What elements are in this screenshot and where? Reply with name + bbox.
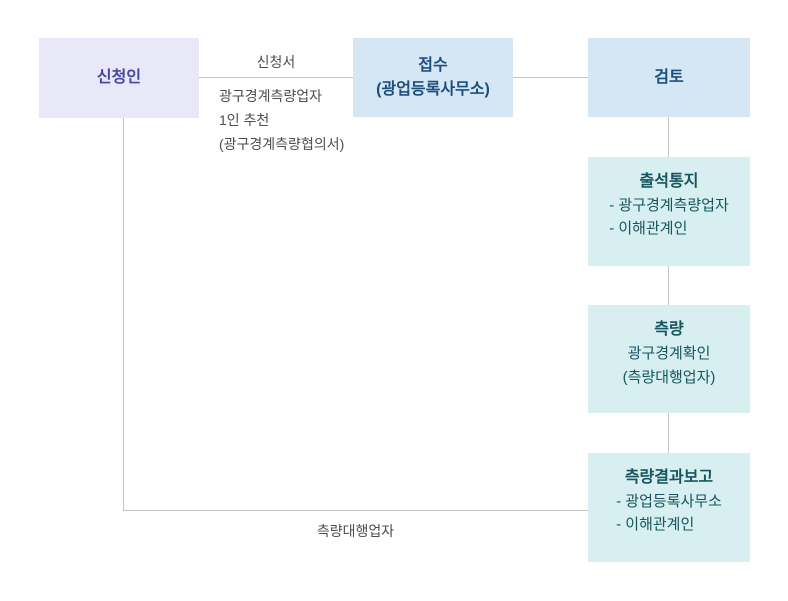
edge-label-recommendation-line1: 광구경계측량업자	[219, 88, 323, 104]
node-reception: 접수 (광업등록사무소)	[353, 38, 513, 117]
connector-survey-to-report	[668, 413, 669, 453]
edge-label-recommendation-line3: (광구경계측량협의서)	[219, 136, 345, 152]
node-survey: 측량 광구경계확인 (측량대행업자)	[588, 305, 750, 413]
connector-review-to-attendance	[668, 117, 669, 157]
node-review: 검토	[588, 38, 750, 117]
node-reception-subtitle: (광업등록사무소)	[376, 80, 490, 98]
node-result-report-item: - 이해관계인	[616, 516, 695, 533]
node-result-report-title: 측량결과보고	[624, 469, 714, 486]
node-attendance-notice: 출석통지 - 광구경계측량업자 - 이해관계인	[588, 157, 750, 266]
edge-label-application-form: 신청서	[256, 54, 296, 70]
node-survey-line2: 광구경계확인	[627, 345, 711, 362]
connector-applicant-down	[123, 118, 124, 510]
node-attendance-notice-items: - 광구경계측량업자 - 이해관계인	[609, 194, 729, 240]
node-attendance-notice-item: - 광구경계측량업자	[609, 197, 729, 214]
connector-reception-to-review	[513, 77, 588, 78]
edge-label-recommendation: 광구경계측량업자 1인 추천 (광구경계측량협의서)	[219, 84, 419, 156]
node-result-report-items: - 광업등록사무소 - 이해관계인	[616, 490, 722, 536]
connector-applicant-to-reception	[199, 77, 353, 78]
node-attendance-notice-title: 출석통지	[639, 173, 699, 190]
node-applicant-label: 신청인	[96, 69, 142, 86]
connector-attendance-to-survey	[668, 265, 669, 305]
node-reception-title: 접수	[418, 56, 448, 74]
node-result-report: 측량결과보고 - 광업등록사무소 - 이해관계인	[588, 453, 750, 562]
node-survey-title: 측량	[654, 321, 684, 338]
connector-bottom-to-report	[123, 510, 588, 511]
edge-label-recommendation-line2: 1인 추천	[219, 112, 270, 128]
edge-label-survey-agent: 측량대행업자	[316, 523, 395, 539]
node-survey-line3: (측량대행업자)	[622, 369, 716, 386]
node-result-report-item: - 광업등록사무소	[616, 493, 722, 510]
node-review-title: 검토	[654, 68, 684, 86]
node-applicant: 신청인	[39, 38, 199, 118]
node-attendance-notice-item: - 이해관계인	[609, 220, 688, 237]
